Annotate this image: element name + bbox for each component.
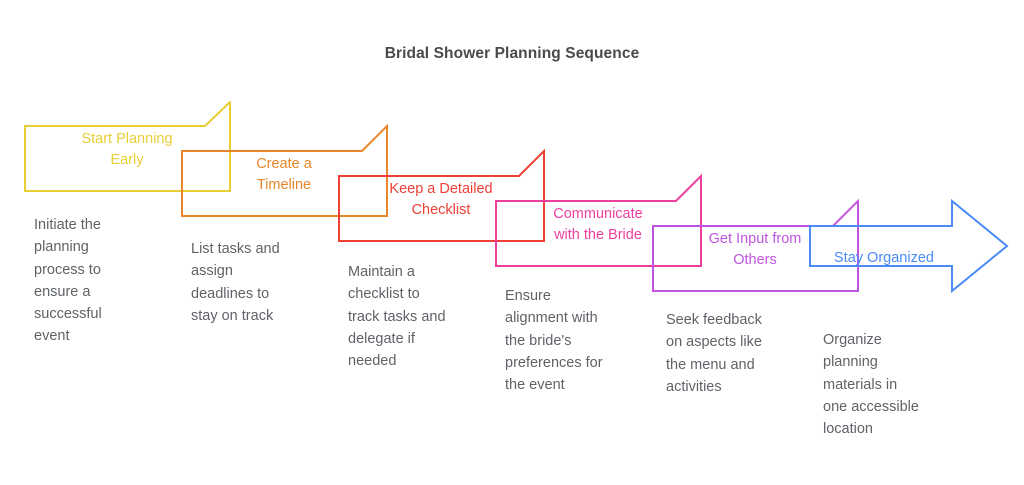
stage-2-arrow-shape — [181, 123, 388, 217]
stage-3-description: Maintain a checklist to track tasks and … — [348, 264, 446, 370]
stage-4-description: Ensure alignment with the bride's prefer… — [505, 288, 603, 394]
stage-3-arrow-shape — [338, 148, 545, 242]
page-title: Bridal Shower Planning Sequence — [384, 45, 640, 62]
process-stage-6[interactable]: Stay Organized — [809, 101, 1009, 294]
stage-5-description: Seek feedback on aspects like the menu a… — [666, 312, 762, 395]
stage-6-arrow-shape — [809, 198, 1009, 294]
stage-1-arrow-shape — [24, 101, 231, 192]
stage-1-description: Initiate the planning process to ensure … — [34, 217, 102, 345]
stage-4-arrow-shape — [495, 173, 702, 267]
stage-2-description: List tasks and assign deadlines to stay … — [191, 241, 280, 324]
stage-6-description: Organize planning materials in one acces… — [823, 332, 919, 438]
